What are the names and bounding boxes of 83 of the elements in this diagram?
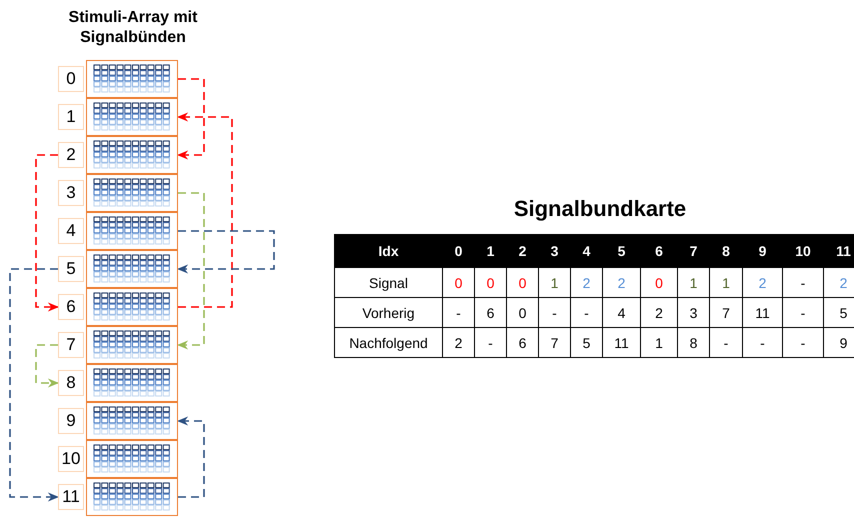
table-cell: Vorherig <box>334 298 442 328</box>
header-cell: 11 <box>824 234 854 268</box>
index-box: 3 <box>58 180 84 206</box>
memory-cell <box>86 326 178 364</box>
table-cell: 7 <box>710 298 742 328</box>
header-cell: 2 <box>506 234 538 268</box>
header-cell: 8 <box>710 234 742 268</box>
index-box: 5 <box>58 256 84 282</box>
index-box: 10 <box>58 446 84 472</box>
index-box: 6 <box>58 294 84 320</box>
memory-cell <box>86 288 178 326</box>
table-cell: 0 <box>474 268 506 298</box>
table-cell: 7 <box>538 328 570 358</box>
dashed-arrow <box>35 154 60 312</box>
table-cell: Nachfolgend <box>334 328 442 358</box>
memory-cell <box>86 440 178 478</box>
table-cell: 1 <box>678 268 710 298</box>
memory-cell <box>86 364 178 402</box>
table-cell: - <box>710 328 742 358</box>
table-cell: - <box>442 298 474 328</box>
table-cell: 0 <box>506 268 538 298</box>
index-box: 0 <box>58 66 84 92</box>
table-cell: - <box>782 328 824 358</box>
table-cell: 6 <box>506 328 538 358</box>
table-cell: 6 <box>474 298 506 328</box>
dashed-arrow <box>176 112 233 308</box>
header-cell: 4 <box>570 234 602 268</box>
table-cell: 1 <box>538 268 570 298</box>
header-cell: 6 <box>640 234 678 268</box>
memory-cell <box>86 136 178 174</box>
index-box: 4 <box>58 218 84 244</box>
index-box: 2 <box>58 142 84 168</box>
memory-cell <box>86 174 178 212</box>
index-box: 8 <box>58 370 84 396</box>
header-cell: 1 <box>474 234 506 268</box>
header-cell: Idx <box>334 234 442 268</box>
index-box: 1 <box>58 104 84 130</box>
table-cell: Signal <box>334 268 442 298</box>
table-cell: 8 <box>678 328 710 358</box>
memory-cell <box>86 250 178 288</box>
index-box: 7 <box>58 332 84 358</box>
dashed-arrow <box>176 78 205 160</box>
table-cell: 2 <box>640 298 678 328</box>
table-cell: 0 <box>640 268 678 298</box>
table-cell: - <box>474 328 506 358</box>
memory-cell <box>86 98 178 136</box>
memory-cell <box>86 60 178 98</box>
table-cell: 11 <box>602 328 640 358</box>
table-title: Signalbundkarte <box>512 196 688 222</box>
table-cell: - <box>538 298 570 328</box>
header-cell: 9 <box>742 234 782 268</box>
header-cell: 0 <box>442 234 474 268</box>
table-cell: 2 <box>570 268 602 298</box>
header-cell: 3 <box>538 234 570 268</box>
dashed-arrow <box>176 416 205 498</box>
table-cell: 2 <box>742 268 782 298</box>
dashed-arrow <box>35 344 60 388</box>
table-cell: 0 <box>506 298 538 328</box>
dashed-arrow <box>9 268 60 502</box>
array-heading: Stimuli-Array mit Signalbünden <box>68 8 198 48</box>
index-box: 9 <box>58 408 84 434</box>
table-cell: - <box>570 298 602 328</box>
dashed-arrow <box>176 230 275 274</box>
memory-cell <box>86 478 178 516</box>
table-cell: - <box>782 298 824 328</box>
table-cell: 0 <box>442 268 474 298</box>
table-cell: - <box>742 328 782 358</box>
table-cell: 1 <box>710 268 742 298</box>
header-cell: 7 <box>678 234 710 268</box>
table-cell: 5 <box>570 328 602 358</box>
header-cell: 5 <box>602 234 640 268</box>
table-cell: 2 <box>442 328 474 358</box>
table-cell: 2 <box>602 268 640 298</box>
table-cell: 4 <box>602 298 640 328</box>
header-cell: 10 <box>782 234 824 268</box>
dashed-arrow <box>176 192 205 350</box>
index-box: 11 <box>58 484 84 510</box>
table-cell: 11 <box>742 298 782 328</box>
table-cell: 3 <box>678 298 710 328</box>
memory-cell <box>86 402 178 440</box>
table-cell: 1 <box>640 328 678 358</box>
memory-cell <box>86 212 178 250</box>
table-cell: - <box>782 268 824 298</box>
